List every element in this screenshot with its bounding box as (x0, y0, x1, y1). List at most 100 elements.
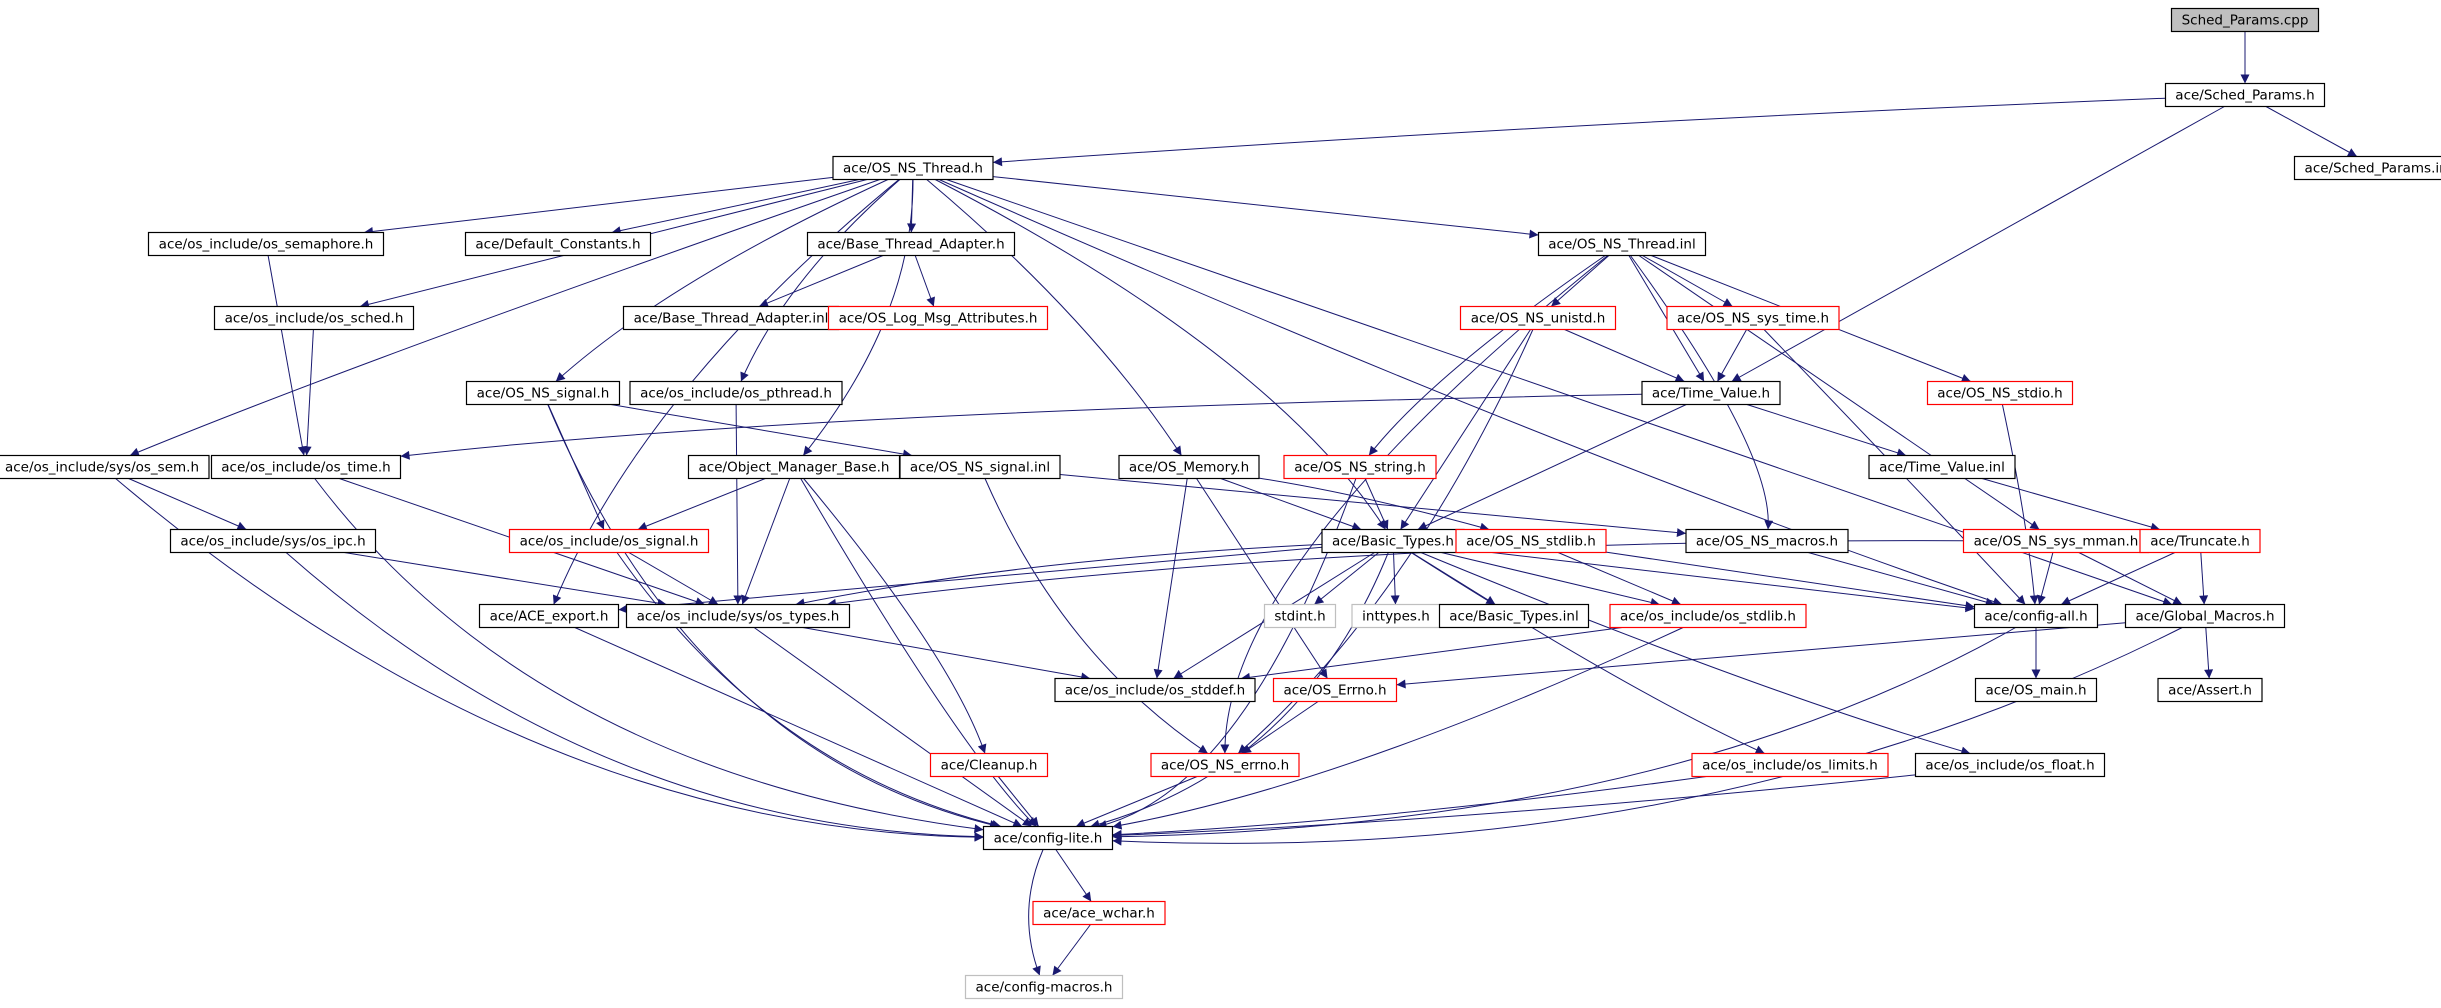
node-label: ace/OS_Memory.h (1129, 460, 1249, 476)
node-label: ace/OS_NS_unistd.h (1471, 311, 1606, 327)
edge-os-ns-signal-inl-to-os-ns-errno (984, 478, 1209, 754)
node-ace-os-include-sys-os-sem-h[interactable]: ace/os_include/sys/os_sem.h (0, 454, 210, 480)
node-ace-basic-types-inl[interactable]: ace/Basic_Types.inl (1438, 603, 1590, 629)
node-label: ace/os_include/os_stdlib.h (1620, 609, 1796, 625)
edge-os-ns-thread-inl-to-os-ns-string (1368, 255, 1606, 456)
edge-os-types-to-os-stddef (802, 627, 1091, 682)
edge-sched-h-to-os-ns-thread-h (992, 97, 2166, 167)
node-ace-ace-wchar-h[interactable]: ace/ace_wchar.h (1032, 900, 1166, 926)
node-box (1150, 752, 1300, 778)
node-box (2164, 82, 2326, 108)
node-label: ace/config-lite.h (994, 831, 1103, 847)
edge-time-value-h-to-os-time (400, 393, 1643, 460)
edge-config-lite-to-config-macros (1028, 849, 1044, 976)
node-ace-os-memory-h[interactable]: ace/OS_Memory.h (1118, 454, 1260, 480)
node-box (1609, 603, 1807, 629)
node-ace-os-ns-sys-mman-h[interactable]: ace/OS_NS_sys_mman.h (1962, 528, 2150, 554)
node-ace-basic-types-h[interactable]: ace/Basic_Types.h (1321, 528, 1465, 554)
node-ace-base-thread-adapter-h[interactable]: ace/Base_Thread_Adapter.h (806, 231, 1016, 257)
node-ace-os-include-os-signal-h[interactable]: ace/os_include/os_signal.h (508, 528, 710, 554)
node-ace-config-lite-h[interactable]: ace/config-lite.h (982, 825, 1114, 851)
node-label: ace/OS_NS_signal.inl (910, 460, 1050, 476)
node-ace-os-include-os-stdlib-h[interactable]: ace/os_include/os_stdlib.h (1609, 603, 1807, 629)
node-ace-config-all-h[interactable]: ace/config-all.h (1973, 603, 2099, 629)
node-box (1455, 528, 1607, 554)
node-ace-time-value-inl[interactable]: ace/Time_Value.inl (1868, 454, 2016, 480)
edge-os-types-to-config-lite (753, 627, 1033, 827)
node-ace-os-include-sys-os-types-h[interactable]: ace/os_include/sys/os_types.h (625, 603, 851, 629)
node-ace-ace-export-h[interactable]: ace/ACE_export.h (478, 603, 620, 629)
node-ace-default-constants-h[interactable]: ace/Default_Constants.h (464, 231, 652, 257)
edge-os-ns-errno-to-config-lite (1075, 776, 1198, 828)
node-ace-os-ns-stdlib-h[interactable]: ace/OS_NS_stdlib.h (1455, 528, 1607, 554)
node-ace-os-include-os-semaphore-h[interactable]: ace/os_include/os_semaphore.h (147, 231, 385, 257)
node-ace-os-errno-h[interactable]: ace/OS_Errno.h (1272, 677, 1398, 703)
node-box (1691, 752, 1889, 778)
edge-os-ns-thread-h-to-os-memory (926, 179, 1182, 456)
node-label: ace/OS_NS_sys_mman.h (1974, 534, 2139, 550)
edge-os-ns-stdio-to-config-all (2001, 404, 2039, 605)
node-ace-sched-params-h[interactable]: ace/Sched_Params.h (2164, 82, 2326, 108)
node-ace-os-include-os-stddef-h[interactable]: ace/os_include/os_stddef.h (1054, 677, 1256, 703)
edge-os-pthread-to-os-types (733, 404, 743, 605)
edge-os-sem-to-os-ipc (128, 478, 247, 531)
edge-os-ns-unistd-to-basic-types-h (1400, 329, 1531, 530)
node-ace-os-ns-unistd-h[interactable]: ace/OS_NS_unistd.h (1459, 305, 1617, 331)
edge-config-lite-to-ace-wchar (1055, 849, 1092, 902)
node-ace-truncate-h[interactable]: ace/Truncate.h (2139, 528, 2261, 554)
edge-os-ns-stdlib-to-config-all (1605, 551, 1975, 611)
node-label: Sched_Params.cpp (2182, 13, 2309, 29)
node-ace-os-include-os-time-h[interactable]: ace/os_include/os_time.h (210, 454, 402, 480)
node-ace-assert-h[interactable]: ace/Assert.h (2157, 677, 2263, 703)
node-box (213, 305, 415, 331)
node-ace-os-log-msg-attributes-h[interactable]: ace/OS_Log_Msg_Attributes.h (827, 305, 1049, 331)
edge-os-ipc-to-config-lite (285, 552, 984, 842)
node-ace-global-macros-h[interactable]: ace/Global_Macros.h (2124, 603, 2286, 629)
node-ace-os-ns-sys-time-h[interactable]: ace/OS_NS_sys_time.h (1666, 305, 1840, 331)
node-ace-os-include-os-float-h[interactable]: ace/os_include/os_float.h (1914, 752, 2106, 778)
edge-os-sem-to-config-lite (115, 478, 984, 842)
node-label: ace/OS_NS_errno.h (1161, 758, 1289, 774)
node-ace-os-include-sys-os-ipc-h[interactable]: ace/os_include/sys/os_ipc.h (169, 528, 377, 554)
node-ace-os-ns-signal-inl[interactable]: ace/OS_NS_signal.inl (899, 454, 1061, 480)
node-ace-os-ns-string-h[interactable]: ace/OS_NS_string.h (1283, 454, 1437, 480)
node-ace-base-thread-adapter-inl[interactable]: ace/Base_Thread_Adapter.inl (622, 305, 840, 331)
node-ace-cleanup-h[interactable]: ace/Cleanup.h (929, 752, 1049, 778)
node-ace-object-manager-base-h[interactable]: ace/Object_Manager_Base.h (687, 454, 901, 480)
edge-obj-mgr-base-to-config-lite (800, 478, 1037, 827)
edge-os-ns-unistd-to-os-ns-errno (1237, 329, 1534, 754)
edge-os-ns-sys-mman-to-global-macros (2078, 552, 2183, 605)
node-ace-os-include-os-limits-h[interactable]: ace/os_include/os_limits.h (1691, 752, 1889, 778)
edges-layer (115, 31, 2358, 976)
edge-os-memory-to-basic-types-h (1220, 478, 1362, 531)
node-ace-os-ns-signal-h[interactable]: ace/OS_NS_signal.h (465, 380, 621, 406)
node-ace-os-main-h[interactable]: ace/OS_main.h (1974, 677, 2098, 703)
node-ace-os-ns-stdio-h[interactable]: ace/OS_NS_stdio.h (1926, 380, 2074, 406)
node-ace-os-include-os-pthread-h[interactable]: ace/os_include/os_pthread.h (629, 380, 843, 406)
node-label: ace/os_include/os_pthread.h (640, 386, 832, 402)
edge-os-stdlib-to-config-lite (1112, 627, 1684, 830)
node-ace-os-ns-thread-h[interactable]: ace/OS_NS_Thread.h (832, 155, 994, 181)
node-ace-time-value-h[interactable]: ace/Time_Value.h (1641, 380, 1781, 406)
edge-global-macros-to-config-lite (1112, 627, 2183, 846)
edge-os-limits-to-config-lite (1112, 776, 1707, 839)
node-ace-os-ns-macros-h[interactable]: ace/OS_NS_macros.h (1685, 528, 1849, 554)
node-box (2293, 155, 2441, 181)
node-box (1283, 454, 1437, 480)
node-box (2170, 7, 2320, 33)
node-ace-os-include-os-sched-h[interactable]: ace/os_include/os_sched.h (213, 305, 415, 331)
node-label: ace/config-all.h (1984, 609, 2087, 625)
node-box (629, 380, 843, 406)
edge-sched-h-to-sched-inl (2265, 106, 2358, 157)
edge-time-value-h-to-basic-types-h (1417, 404, 1687, 530)
edge-os-stdlib-to-os-stddef (1240, 627, 1623, 682)
edge-os-memory-to-os-ns-stdlib (1258, 477, 1490, 532)
node-ace-os-ns-errno-h[interactable]: ace/OS_NS_errno.h (1150, 752, 1300, 778)
node-ace-os-ns-thread-inl[interactable]: ace/OS_NS_Thread.inl (1537, 231, 1707, 257)
edge-ace-wchar-to-config-macros (1052, 924, 1091, 976)
node-box (1272, 677, 1398, 703)
node-label: ace/OS_NS_Thread.inl (1548, 237, 1695, 253)
node-sched-params-cpp[interactable]: Sched_Params.cpp (2170, 7, 2320, 33)
edge-os-ipc-to-os-types (344, 552, 667, 608)
node-ace-sched-params-inl[interactable]: ace/Sched_Params.inl (2293, 155, 2441, 181)
